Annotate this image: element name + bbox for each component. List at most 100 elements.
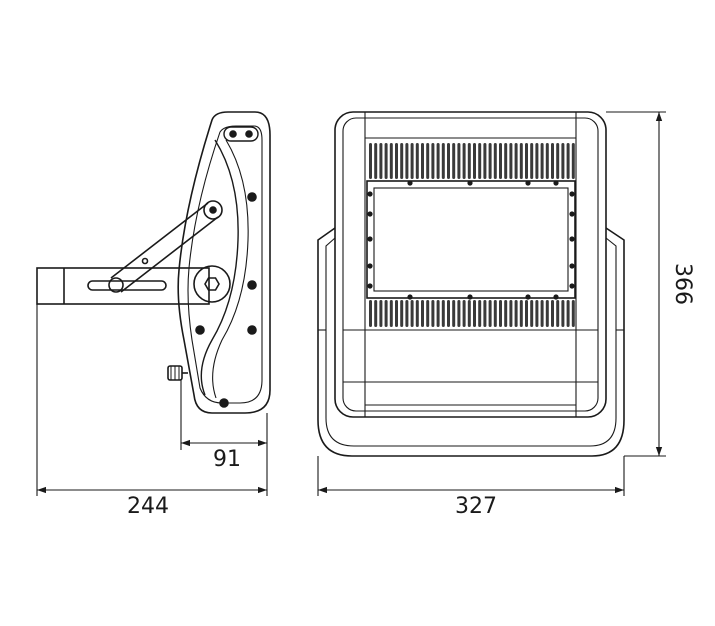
- top-fin-4: [389, 143, 393, 179]
- bottom-fin-25: [499, 300, 502, 327]
- pivot-disc: [193, 265, 231, 303]
- bottom-fin-29: [519, 300, 523, 327]
- top-fin-12: [431, 143, 435, 179]
- top-fin-10: [421, 143, 424, 179]
- bottom-fin-10: [421, 300, 424, 327]
- side-view: [36, 111, 271, 414]
- lens-screw-8: [367, 191, 373, 197]
- bottom-fin-20: [473, 300, 476, 327]
- top-fin-14: [441, 143, 445, 179]
- top-fin-8: [410, 143, 414, 179]
- arm-top-joint-center: [209, 206, 217, 214]
- top-fin-3: [384, 143, 388, 179]
- lens-frame: [366, 180, 576, 299]
- bottom-fin-23: [488, 300, 492, 327]
- bottom-fin-22: [483, 300, 487, 327]
- top-slot-screw-right: [245, 130, 253, 138]
- u-bracket-inner: [325, 237, 617, 447]
- bottom-fin-8: [410, 300, 414, 327]
- lens-screw-1: [467, 180, 473, 186]
- side-housing-inner: [187, 125, 263, 404]
- top-slot-screw-left: [229, 130, 237, 138]
- top-fin-11: [426, 143, 430, 179]
- bracket-curve: [200, 139, 239, 396]
- top-fin-29: [519, 143, 523, 179]
- side-housing-outer: [177, 111, 271, 414]
- top-fin-13: [436, 143, 440, 179]
- top-fin-32: [535, 143, 539, 179]
- bottom-fin-30: [525, 300, 528, 327]
- bottom-fin-32: [535, 300, 539, 327]
- top-fin-25: [499, 143, 502, 179]
- bottom-fin-28: [514, 300, 518, 327]
- top-fin-15: [447, 143, 450, 179]
- top-fin-6: [400, 143, 404, 179]
- top-fin-0: [369, 143, 372, 179]
- lens-screw-12: [367, 283, 373, 289]
- top-fin-19: [467, 143, 471, 179]
- screw-3: [247, 325, 257, 335]
- bottom-fin-34: [545, 300, 549, 327]
- arm-middle-hole: [141, 257, 149, 265]
- lens-screw-2: [525, 180, 531, 186]
- top-fin-2: [379, 143, 383, 179]
- lens-screw-10: [367, 236, 373, 242]
- bottom-fin-12: [431, 300, 435, 327]
- bottom-fin-6: [400, 300, 404, 327]
- lens-screw-13: [569, 191, 575, 197]
- bottom-fin-37: [561, 300, 565, 327]
- bottom-fin-2: [379, 300, 383, 327]
- bottom-fin-35: [551, 300, 554, 327]
- top-fin-31: [530, 143, 534, 179]
- bottom-fin-18: [462, 300, 466, 327]
- top-fin-5: [395, 143, 398, 179]
- bottom-fin-24: [493, 300, 497, 327]
- bottom-fin-15: [447, 300, 450, 327]
- bottom-fin-14: [441, 300, 445, 327]
- lens-screw-3: [553, 180, 559, 186]
- bottom-fin-3: [384, 300, 388, 327]
- bottom-fin-11: [426, 300, 430, 327]
- top-fin-23: [488, 143, 492, 179]
- top-fin-28: [514, 143, 518, 179]
- top-fin-39: [571, 143, 575, 179]
- bottom-fin-0: [369, 300, 372, 327]
- bracket-curve-inner: [212, 139, 249, 399]
- cooling-fins-bottom: [369, 300, 575, 327]
- lens-screws: [367, 180, 575, 300]
- bottom-fin-36: [556, 300, 560, 327]
- bottom-fin-19: [467, 300, 471, 327]
- dimension-label-91: 91: [213, 447, 241, 472]
- lens-screw-5: [467, 294, 473, 300]
- bottom-fin-1: [374, 300, 378, 327]
- lens-screw-4: [407, 294, 413, 300]
- lens-screw-9: [367, 211, 373, 217]
- lens-screw-14: [569, 211, 575, 217]
- top-fin-18: [462, 143, 466, 179]
- bottom-fin-33: [540, 300, 544, 327]
- top-fin-35: [551, 143, 554, 179]
- adjustment-arm-top: [110, 202, 209, 279]
- u-bracket-outer: [317, 227, 625, 457]
- top-fin-26: [504, 143, 508, 179]
- lens-window: [373, 187, 569, 292]
- top-fin-38: [566, 143, 570, 179]
- bottom-fin-5: [395, 300, 398, 327]
- top-fin-16: [452, 143, 456, 179]
- top-fin-21: [478, 143, 482, 179]
- lens-screw-6: [525, 294, 531, 300]
- top-fin-9: [415, 143, 419, 179]
- tube-slot: [87, 280, 167, 291]
- screw-4: [195, 325, 205, 335]
- screw-5: [219, 398, 229, 408]
- front-housing-inner: [342, 117, 599, 412]
- dimension-label-366: 366: [670, 263, 695, 305]
- screw-1: [247, 192, 257, 202]
- top-fin-20: [473, 143, 476, 179]
- front-view: [317, 111, 625, 457]
- bottom-fin-38: [566, 300, 570, 327]
- bottom-fin-16: [452, 300, 456, 327]
- bottom-fin-26: [504, 300, 508, 327]
- cooling-fins-top: [369, 143, 575, 179]
